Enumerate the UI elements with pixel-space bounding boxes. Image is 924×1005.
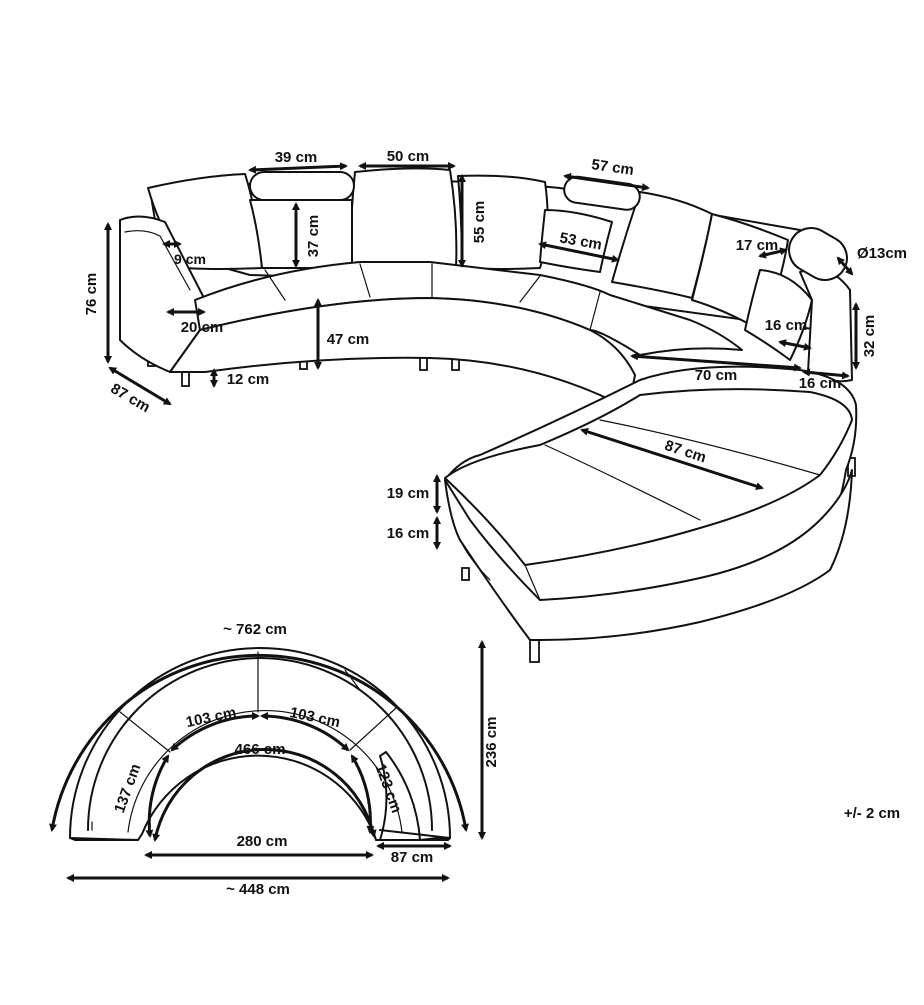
seat-front [169, 297, 636, 406]
label-base-thickness: 16 cm [387, 525, 430, 542]
dim-line [580, 428, 764, 490]
label-overall-height: 236 cm [483, 717, 500, 768]
sofa-leg [529, 639, 540, 663]
dim-line [778, 339, 812, 351]
label-tolerance: +/- 2 cm [844, 805, 900, 822]
label-inner-arc: 466 cm [235, 741, 286, 758]
label-outer-arc: ~ 762 cm [223, 621, 287, 638]
label-depth: 87 cm [108, 380, 153, 416]
dim-line [538, 241, 620, 263]
dim-line [758, 247, 788, 259]
label-headrest-height: 37 cm [305, 215, 322, 258]
label-pillow-width-left: 39 cm [275, 149, 318, 166]
label-leg-height: 12 cm [227, 371, 270, 388]
back-pillow [349, 167, 458, 271]
label-seat-depth-right: 70 cm [695, 367, 738, 384]
label-seat-height: 47 cm [327, 331, 370, 348]
label-total-height: 76 cm [83, 273, 100, 316]
headrest-support [249, 199, 353, 269]
sofa-leg [461, 567, 470, 581]
dim-line [350, 754, 375, 834]
headrest [249, 171, 355, 201]
sofa-dimensions [104, 162, 860, 550]
plan-dimensions [49, 640, 486, 882]
dim-line [836, 256, 854, 276]
label-back-cushion-height: 55 cm [471, 201, 488, 244]
dim-line [49, 653, 469, 832]
chaise-base [444, 469, 853, 641]
dim-line [563, 172, 650, 192]
label-bolster-diameter: Ø13cm [857, 245, 907, 262]
dim-line [802, 368, 850, 380]
label-end-depth: 87 cm [391, 849, 434, 866]
label-arm-inner-left: 20 cm [181, 319, 224, 336]
dim-line [170, 712, 260, 752]
label-pillow-width-right: 57 cm [590, 156, 634, 179]
plan-back [87, 657, 433, 831]
label-cushion-thickness: 19 cm [387, 485, 430, 502]
dim-line [630, 352, 802, 372]
label-overall-width: ~ 448 cm [226, 881, 290, 898]
label-arm-height-right: 32 cm [861, 315, 878, 358]
label-arm-width-right: 16 cm [799, 375, 842, 392]
label-inner-width: 280 cm [237, 833, 288, 850]
label-pillow-width-center: 50 cm [387, 148, 430, 165]
label-side-cushion-right: 16 cm [765, 317, 808, 334]
dim-line [108, 366, 172, 406]
label-arm-inner-right: 17 cm [736, 237, 779, 254]
dimension-labels: 39 cm 50 cm 57 cm 37 cm 55 cm 53 cm 9 cm… [83, 148, 907, 898]
label-arm-width-left: 9 cm [174, 251, 206, 267]
dim-line [145, 754, 170, 838]
dim-line [260, 712, 350, 752]
dim-line [248, 162, 348, 174]
